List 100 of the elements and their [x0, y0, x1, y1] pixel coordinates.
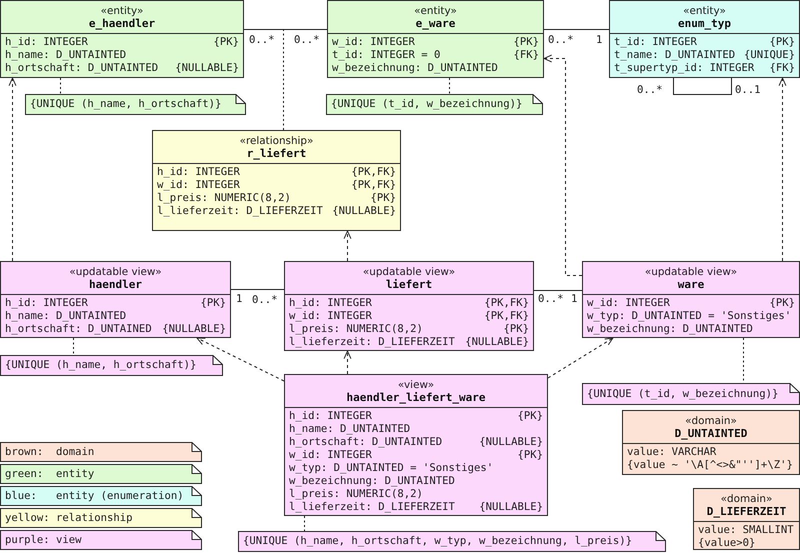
association-line	[673, 78, 732, 95]
legend-label: green: entity	[5, 468, 94, 480]
attribute-text: w_bezeichnung: D_UNTAINTED	[289, 475, 455, 488]
association-line	[230, 289, 284, 290]
attribute-text: t_name: D_UNTAINTED	[614, 49, 736, 62]
stereotype-label: «updatable view»	[362, 266, 456, 278]
stereotype-label: «entity»	[683, 4, 726, 16]
constraint-text: {PK,FK}	[484, 310, 529, 323]
class-name: e_ware	[416, 16, 456, 30]
attribute-text: h_ortschaft: D_UNTAINED	[5, 323, 152, 336]
note-text: {UNIQUE (t_id, w_bezeichnung)}	[331, 98, 522, 111]
class-name: haendler	[89, 278, 142, 290]
attribute-text: h_ortschaft: D_UNTAINTED	[289, 436, 442, 449]
class-box	[693, 488, 800, 550]
legend-label: blue: entity (enumeration)	[5, 490, 184, 502]
constraint-text: {NULLABLE}	[479, 501, 543, 514]
dashed-connector	[60, 78, 61, 94]
constraint-text: {PK}	[370, 192, 396, 205]
dependency-arrow	[8, 78, 16, 262]
class-box	[284, 374, 548, 516]
attribute-text: h_name: D_UNTAINTED	[289, 423, 410, 436]
class-box	[609, 0, 800, 78]
class-name: liefert	[386, 278, 432, 290]
constraint-text: {NULLABLE}	[175, 62, 239, 75]
constraint-text: {UNIQUE}	[744, 49, 795, 62]
legend-label: brown: domain	[5, 446, 94, 458]
attribute-text: t_supertyp_id: INTEGER	[614, 62, 754, 75]
multiplicity-label: 0..*	[294, 34, 320, 46]
dashed-connector	[304, 516, 305, 532]
note-text: {UNIQUE (h_name, h_ortschaft)}	[5, 359, 196, 372]
attribute-text: h_name: D_UNTAINTED	[5, 310, 126, 323]
stereotype-label: «updatable view»	[69, 266, 162, 278]
class-box	[152, 130, 401, 231]
multiplicity-label: 0..*	[637, 84, 663, 96]
multiplicity-label: 1	[571, 293, 578, 305]
attribute-text: l_lieferzeit: D_LIEFERZEIT	[289, 336, 455, 349]
note-text: {UNIQUE (t_id, w_bezeichnung)}	[587, 388, 778, 400]
stereotype-label: «view»	[398, 378, 434, 390]
dependency-arrow	[544, 54, 582, 276]
constraint-text: {PK,FK}	[484, 297, 529, 310]
attribute-text: l_lieferzeit: D_LIEFERZEIT	[157, 205, 323, 218]
attribute-text: t_id: INTEGER	[614, 36, 697, 49]
constraint-text: {FK}	[769, 62, 795, 75]
constraint-text: {PK}	[769, 36, 795, 49]
class-name: D_UNTAINTED	[674, 426, 748, 440]
multiplicity-label: 0..1	[735, 84, 761, 96]
constraint-note	[25, 94, 246, 115]
class-box	[327, 0, 544, 78]
attribute-text: w_id: INTEGER	[157, 179, 240, 192]
constraint-note	[582, 383, 800, 405]
constraint-note	[0, 355, 223, 376]
stereotype-label: «updatable view»	[644, 266, 738, 278]
constraint-text: {PK}	[200, 297, 226, 310]
note-text: {UNIQUE (h_name, h_ortschaft)}	[30, 98, 222, 111]
attribute-text: w_id: INTEGER	[289, 310, 372, 323]
class-box	[284, 261, 534, 351]
attribute-text: {value ~ '\A[^<>&"'']+\Z'}	[627, 459, 793, 472]
constraint-note	[326, 94, 543, 115]
attribute-text: h_name: D_UNTAINTED	[5, 49, 126, 62]
attribute-text: h_id: INTEGER	[5, 297, 88, 310]
class-name: ware	[678, 278, 704, 290]
attribute-text: h_id: INTEGER	[289, 410, 372, 423]
attribute-text: w_id: INTEGER	[587, 297, 670, 310]
attribute-text: w_bezeichnung: D_UNTAINTED	[587, 323, 753, 336]
association-line	[544, 29, 610, 30]
dependency-arrow	[548, 338, 614, 378]
class-name: D_LIEFERZEIT	[706, 504, 786, 518]
stereotype-label: «domain»	[720, 492, 772, 504]
attribute-text: h_ortschaft: D_UNTAINTED	[5, 62, 158, 75]
dependency-arrow	[196, 338, 284, 382]
class-box	[622, 410, 800, 475]
attribute-text: {value>0}	[698, 537, 756, 550]
legend-label: yellow: relationship	[5, 512, 133, 524]
constraint-text: {NULLABLE}	[465, 336, 529, 349]
attribute-text: h_id: INTEGER	[157, 166, 240, 179]
attribute-text: t_id: INTEGER = 0	[332, 49, 440, 62]
stereotype-label: «entity»	[414, 4, 457, 16]
constraint-text: {PK,FK}	[351, 166, 396, 179]
note-text: {UNIQUE (h_name, h_ortschaft, w_typ, w_bezeichnung, l_preis)}	[243, 535, 632, 548]
class-box	[0, 261, 231, 338]
dependency-arrow	[344, 230, 352, 262]
attribute-text: value: VARCHAR	[627, 446, 716, 459]
stereotype-label: «relationship»	[240, 134, 314, 146]
association-line	[244, 29, 328, 30]
class-box	[0, 0, 244, 78]
attribute-text: w_bezeichnung: D_UNTAINTED	[332, 62, 498, 75]
constraint-text: {NULLABLE}	[162, 323, 226, 336]
constraint-text: {PK}	[503, 323, 529, 336]
constraint-text: {PK}	[769, 297, 795, 310]
attribute-text: w_typ: D_UNTAINTED = 'Sonstiges'	[289, 462, 494, 475]
attribute-text: h_id: INTEGER	[5, 36, 88, 49]
constraint-text: {PK,FK}	[351, 179, 396, 192]
dashed-connector	[449, 78, 450, 94]
constraint-text: {PK}	[517, 449, 543, 462]
attribute-text: l_preis: NUMERIC(8,2)	[289, 488, 423, 501]
attribute-text: w_typ: D_UNTAINTED = 'Sonstiges'	[587, 310, 792, 323]
class-box	[582, 261, 800, 338]
dashed-connector	[73, 338, 74, 356]
class-name: r_liefert	[246, 146, 306, 160]
constraint-note	[238, 531, 666, 552]
